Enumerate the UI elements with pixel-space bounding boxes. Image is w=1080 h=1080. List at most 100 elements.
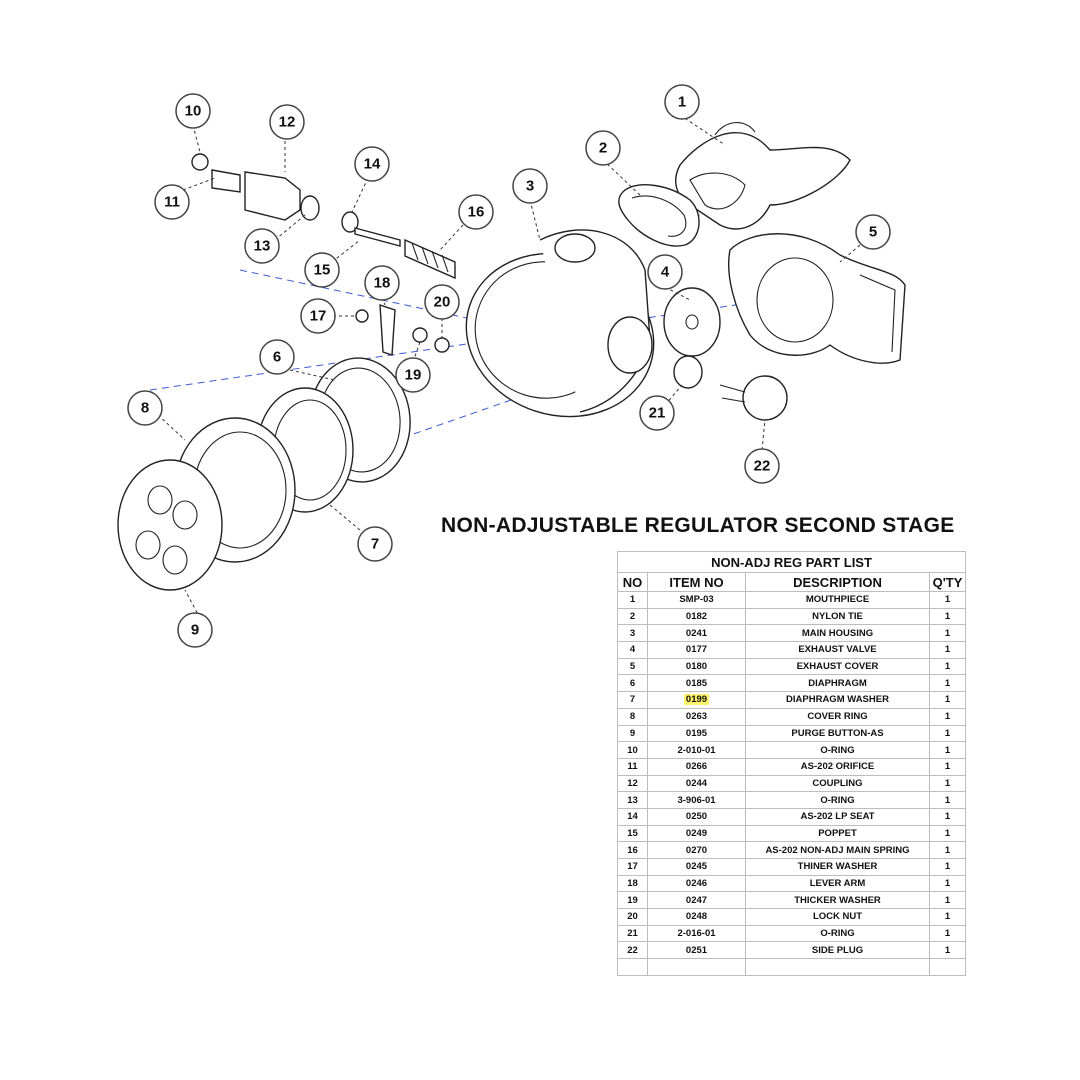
cell-item-no: 2-016-01 [647, 924, 746, 943]
svg-text:3: 3 [526, 178, 534, 195]
cell-description: EXHAUST COVER [745, 657, 930, 676]
empty-cell [647, 958, 746, 976]
cell-qty: 1 [928, 791, 967, 809]
cell-no: 19 [617, 891, 648, 910]
exhaust-valve-part [663, 287, 721, 357]
cell-item-no: 0245 [647, 858, 746, 876]
cell-description: AS-202 NON-ADJ MAIN SPRING [745, 841, 930, 859]
cell-qty: 1 [928, 858, 967, 876]
callout-16: 16 [458, 194, 494, 230]
cell-item-no: SMP-03 [647, 591, 746, 609]
cell-no: 14 [617, 807, 648, 826]
svg-text:1: 1 [678, 94, 686, 111]
callout-4: 4 [647, 254, 683, 290]
cell-description: O-RING [745, 741, 930, 759]
callout-20: 20 [424, 284, 460, 320]
cell-item-no: 0180 [647, 657, 746, 676]
cell-qty: 1 [928, 607, 967, 626]
cell-item-no: 0247 [647, 891, 746, 910]
svg-text:20: 20 [434, 294, 451, 311]
svg-text:12: 12 [279, 114, 296, 131]
cell-description: DIAPHRAGM WASHER [745, 691, 930, 709]
cell-qty: 1 [928, 741, 967, 759]
highlighted-item-no: 0199 [683, 694, 710, 706]
cell-description: SIDE PLUG [745, 941, 930, 960]
callout-5: 5 [855, 214, 891, 250]
svg-text:13: 13 [254, 238, 271, 255]
cell-description: POPPET [745, 824, 930, 843]
cell-qty: 1 [928, 941, 967, 960]
cell-no: 10 [617, 741, 648, 759]
purge-button-part [117, 459, 223, 591]
cell-no: 13 [617, 791, 648, 809]
cell-qty: 1 [928, 707, 967, 726]
cell-no: 5 [617, 657, 648, 676]
cell-no: 16 [617, 841, 648, 859]
cell-no: 20 [617, 908, 648, 926]
empty-cell [617, 958, 648, 976]
cell-description: THICKER WASHER [745, 891, 930, 910]
cell-description: MAIN HOUSING [745, 624, 930, 643]
cell-qty: 1 [928, 841, 967, 859]
callout-15: 15 [304, 252, 340, 288]
cell-item-no: 0263 [647, 707, 746, 726]
svg-text:22: 22 [754, 458, 771, 475]
cell-item-no: 0248 [647, 908, 746, 926]
cell-no: 12 [617, 774, 648, 793]
callout-21: 21 [639, 395, 675, 431]
svg-text:11: 11 [164, 194, 180, 211]
cell-qty: 1 [928, 757, 967, 776]
cell-item-no: 0266 [647, 757, 746, 776]
cell-item-no: 0244 [647, 774, 746, 793]
cell-no: 3 [617, 624, 648, 643]
cell-item-no: 0249 [647, 824, 746, 843]
cell-item-no: 0251 [647, 941, 746, 960]
cell-qty: 1 [928, 724, 967, 743]
svg-text:10: 10 [185, 103, 202, 120]
cell-description: NYLON TIE [745, 607, 930, 626]
cell-qty: 1 [928, 824, 967, 843]
cell-no: 11 [617, 757, 648, 776]
callout-6: 6 [259, 339, 295, 375]
empty-table-row [617, 958, 967, 976]
callout-17: 17 [300, 298, 336, 334]
cell-no: 7 [617, 691, 648, 709]
cell-item-no: 0199 [647, 691, 746, 709]
nylon-tie-part [618, 184, 700, 247]
cell-item-no: 0177 [647, 641, 746, 659]
callout-13: 13 [244, 228, 280, 264]
cell-qty: 1 [928, 624, 967, 643]
callout-7: 7 [357, 526, 393, 562]
svg-text:21: 21 [649, 405, 666, 422]
small-parts [191, 153, 788, 421]
cell-item-no: 0270 [647, 841, 746, 859]
cell-no: 15 [617, 824, 648, 843]
svg-text:16: 16 [468, 204, 485, 221]
cell-item-no: 0246 [647, 874, 746, 893]
svg-text:7: 7 [371, 536, 379, 553]
header-description: DESCRIPTION [745, 572, 930, 592]
cell-qty: 1 [928, 641, 967, 659]
leader-lines [157, 114, 861, 619]
callout-2: 2 [585, 130, 621, 166]
cell-item-no: 0195 [647, 724, 746, 743]
cell-item-no: 0250 [647, 807, 746, 826]
cell-qty: 1 [928, 774, 967, 793]
cell-description: O-RING [745, 791, 930, 809]
cell-item-no: 0241 [647, 624, 746, 643]
